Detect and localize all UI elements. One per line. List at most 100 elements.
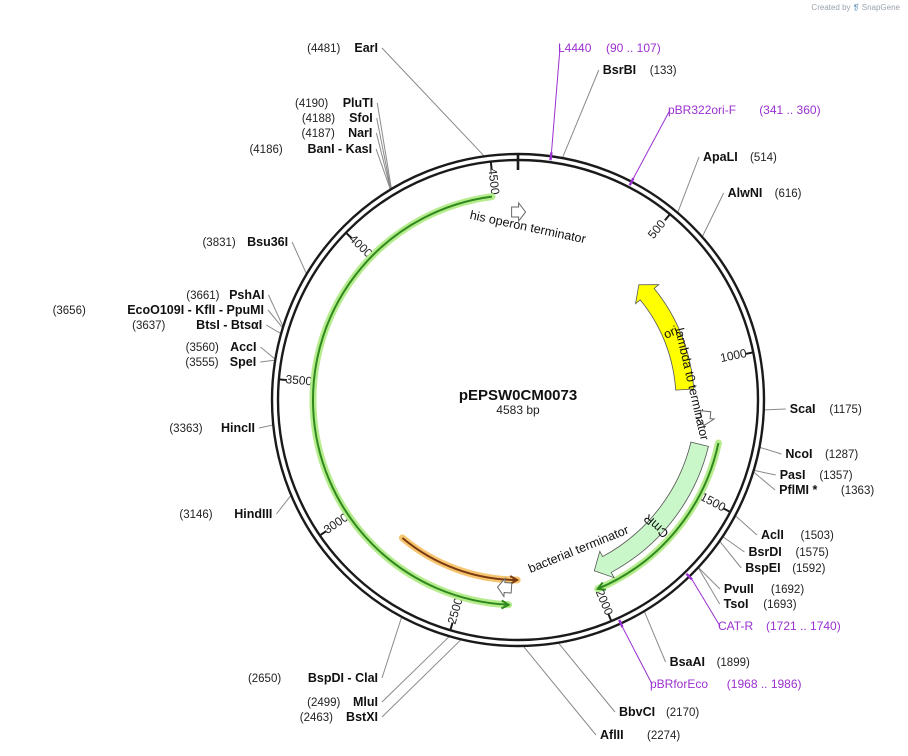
site-leader-line (754, 470, 776, 476)
primer-range: (1721 .. 1740) (766, 619, 841, 633)
site-position: (1592) (792, 563, 825, 575)
site-leader-line (376, 102, 392, 189)
site-leader-line (562, 69, 600, 158)
bacterial-terminator-icon (496, 577, 513, 599)
site-position: (1287) (825, 449, 858, 461)
tick-mark-3500 (278, 378, 287, 382)
tick-mark-500 (664, 213, 671, 222)
site-position: (1503) (801, 530, 834, 542)
site-position: (1693) (763, 599, 796, 611)
site-leader-line (723, 536, 745, 553)
site-position: (1575) (795, 547, 828, 559)
site-name-mlui: MluI (353, 695, 378, 709)
site-position: (3363) (169, 423, 202, 435)
site-leader-line (523, 646, 597, 736)
annotation-arc-green (312, 195, 509, 606)
his-operon-terminator-icon (511, 201, 527, 223)
site-name-bani-kasi: BanI - KasI (307, 142, 372, 156)
site-labels: EarI(4481)BsrBI(133)ApaLI(514)AlwNI(616)… (53, 41, 875, 742)
site-leader-line (677, 156, 700, 213)
tick-label-1000: 1000 (719, 346, 748, 365)
site-position: (2170) (666, 707, 699, 719)
site-leader-line (276, 495, 291, 515)
primer-name-cat-r: CAT-R (718, 619, 753, 633)
site-position: (1692) (771, 584, 804, 596)
tick-label-4500: 4500 (485, 167, 502, 195)
site-position: (2274) (647, 730, 680, 742)
site-leader-line (375, 132, 391, 189)
site-position: (133) (650, 65, 677, 77)
plasmid-name: pEPSW0CM0073 (459, 387, 577, 404)
annotation-arc-arrowhead (509, 575, 520, 585)
site-name-apali: ApaLI (703, 150, 738, 164)
site-position: (1363) (841, 485, 874, 497)
site-name-acci: AccI (230, 340, 256, 354)
primer-binding-mark (549, 152, 553, 161)
lambda-t0-terminator-icon (694, 410, 716, 426)
primer-leader-line (632, 109, 671, 179)
tick-mark-2500 (449, 622, 454, 631)
site-name-bsrdi: BsrDI (748, 545, 781, 559)
primer-name-l4440: L4440 (558, 41, 592, 55)
site-position: (3637) (132, 320, 165, 332)
site-leader-line (760, 447, 782, 455)
site-name-bspei: BspEI (745, 561, 780, 575)
site-name-eari: EarI (354, 41, 378, 55)
tick-mark-1000 (745, 351, 754, 355)
primer-range: (341 .. 360) (759, 103, 820, 117)
site-position: (1175) (829, 404, 862, 416)
annotation-arc-orange (401, 537, 518, 581)
ori-feature-label: ori (662, 323, 680, 341)
site-position: (1357) (819, 470, 852, 482)
site-leader-line (381, 617, 402, 679)
credit-brand: SnapGene (861, 3, 900, 12)
site-leader-line (265, 324, 281, 334)
site-position: (3656) (53, 305, 86, 317)
primer-leader-line (550, 47, 561, 153)
site-name-pshai: PshAI (229, 288, 264, 302)
site-leader-line (267, 309, 283, 328)
site-position: (3661) (186, 290, 219, 302)
site-leader-line (644, 611, 667, 663)
site-position: (3560) (186, 342, 219, 354)
backbone-circle (270, 152, 766, 648)
site-name-hindiii: HindIII (234, 507, 272, 521)
site-position: (4190) (295, 98, 328, 110)
site-position: (4188) (302, 113, 335, 125)
site-name-bstxi: BstXI (346, 710, 378, 724)
site-position: (514) (750, 152, 777, 164)
site-leader-line (375, 148, 391, 189)
site-name-scai: ScaI (790, 402, 816, 416)
primer-leader-line (622, 626, 653, 685)
site-leader-line (698, 567, 721, 590)
site-leader-line (558, 643, 616, 713)
site-leader-line (764, 408, 786, 411)
site-leader-line (753, 472, 776, 491)
site-name-ecoo109i-kfli-ppumi: EcoO109I - KflI - PpuMI (127, 303, 264, 317)
primer-name-pbr322ori-f: pBR322ori-F (668, 103, 736, 117)
primer-binding-mark (628, 177, 635, 186)
site-leader-line (291, 241, 307, 274)
site-name-pasi: PasI (780, 468, 806, 482)
site-leader-lines (258, 47, 786, 736)
site-name-hincii: HincII (221, 421, 255, 435)
cmr-feature-arrow (593, 441, 709, 579)
site-position: (2650) (248, 673, 281, 685)
site-position: (4481) (307, 43, 340, 55)
site-leader-line (376, 117, 392, 189)
snapgene-logo-icon: ❡ (852, 3, 860, 12)
site-name-btsi-bts-i: BtsI - BtsαI (196, 318, 262, 332)
ori-feature-arrow (634, 284, 695, 391)
primer-leader-line (691, 579, 721, 627)
snapgene-credit: Created by ❡ SnapGene (811, 3, 900, 12)
site-leader-line (381, 639, 461, 718)
site-name-alwni: AlwNI (728, 186, 763, 200)
site-name-bsaai: BsaAI (670, 655, 705, 669)
plasmid-center-label: pEPSW0CM0073 4583 bp (459, 387, 577, 417)
site-name-bbvci: BbvCI (619, 705, 655, 719)
site-name-nari: NarI (348, 126, 372, 140)
site-name-spei: SpeI (230, 355, 256, 369)
site-name-bsu36i: Bsu36I (247, 235, 288, 249)
tick-mark-2000 (607, 613, 613, 622)
